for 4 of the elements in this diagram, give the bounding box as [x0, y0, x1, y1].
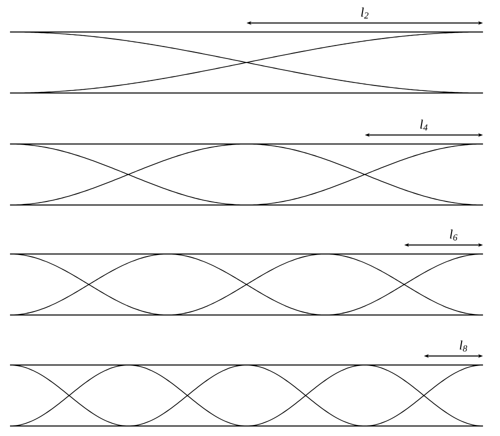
dimension-label: l$_{8}$: [460, 340, 468, 352]
dimension-label: l$_{2}$: [361, 8, 368, 18]
dimension-label: l$_{4}$: [420, 120, 428, 130]
dimension-label: l$_{6}$: [450, 230, 458, 240]
